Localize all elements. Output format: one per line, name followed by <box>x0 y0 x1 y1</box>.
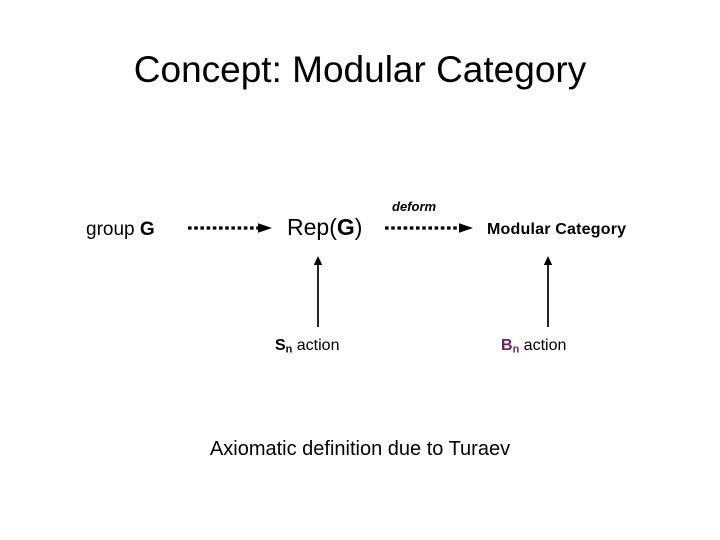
bn-symbol-subscript: n <box>512 343 520 356</box>
vertical-arrow-sn-to-rep <box>311 256 325 328</box>
group-g-prefix: group <box>86 219 140 240</box>
rep-g-symbol: G <box>336 214 355 240</box>
dashed-arrow-rep-to-modular <box>385 222 475 234</box>
sn-action-text: action <box>292 337 340 354</box>
diagram-node-group-g: group G <box>86 220 155 239</box>
group-g-symbol: G <box>139 219 155 240</box>
page-title: Concept: Modular Category <box>133 49 587 90</box>
bn-symbol-base: B <box>501 337 513 354</box>
sn-symbol-base: S <box>275 337 286 354</box>
bn-action-text: action <box>519 337 567 354</box>
rep-g-prefix: Rep( <box>287 214 337 240</box>
sn-symbol-subscript: n <box>285 343 293 356</box>
sn-symbol: Sn <box>275 337 293 356</box>
rep-g-suffix: ) <box>354 214 363 240</box>
annotation-bn-action: Bn action <box>501 338 566 355</box>
annotation-sn-action: Sn action <box>275 338 339 355</box>
vertical-arrow-bn-to-modular <box>541 256 555 328</box>
bn-symbol: Bn <box>501 337 520 356</box>
dashed-arrow-group-to-rep <box>188 222 274 234</box>
edge-label-deform: deform <box>392 199 437 214</box>
diagram-node-rep-g: Rep(G) <box>287 216 362 239</box>
footnote-text: Axiomatic definition due to Turaev <box>209 438 511 460</box>
diagram-node-modular-category: Modular Category <box>487 221 627 238</box>
